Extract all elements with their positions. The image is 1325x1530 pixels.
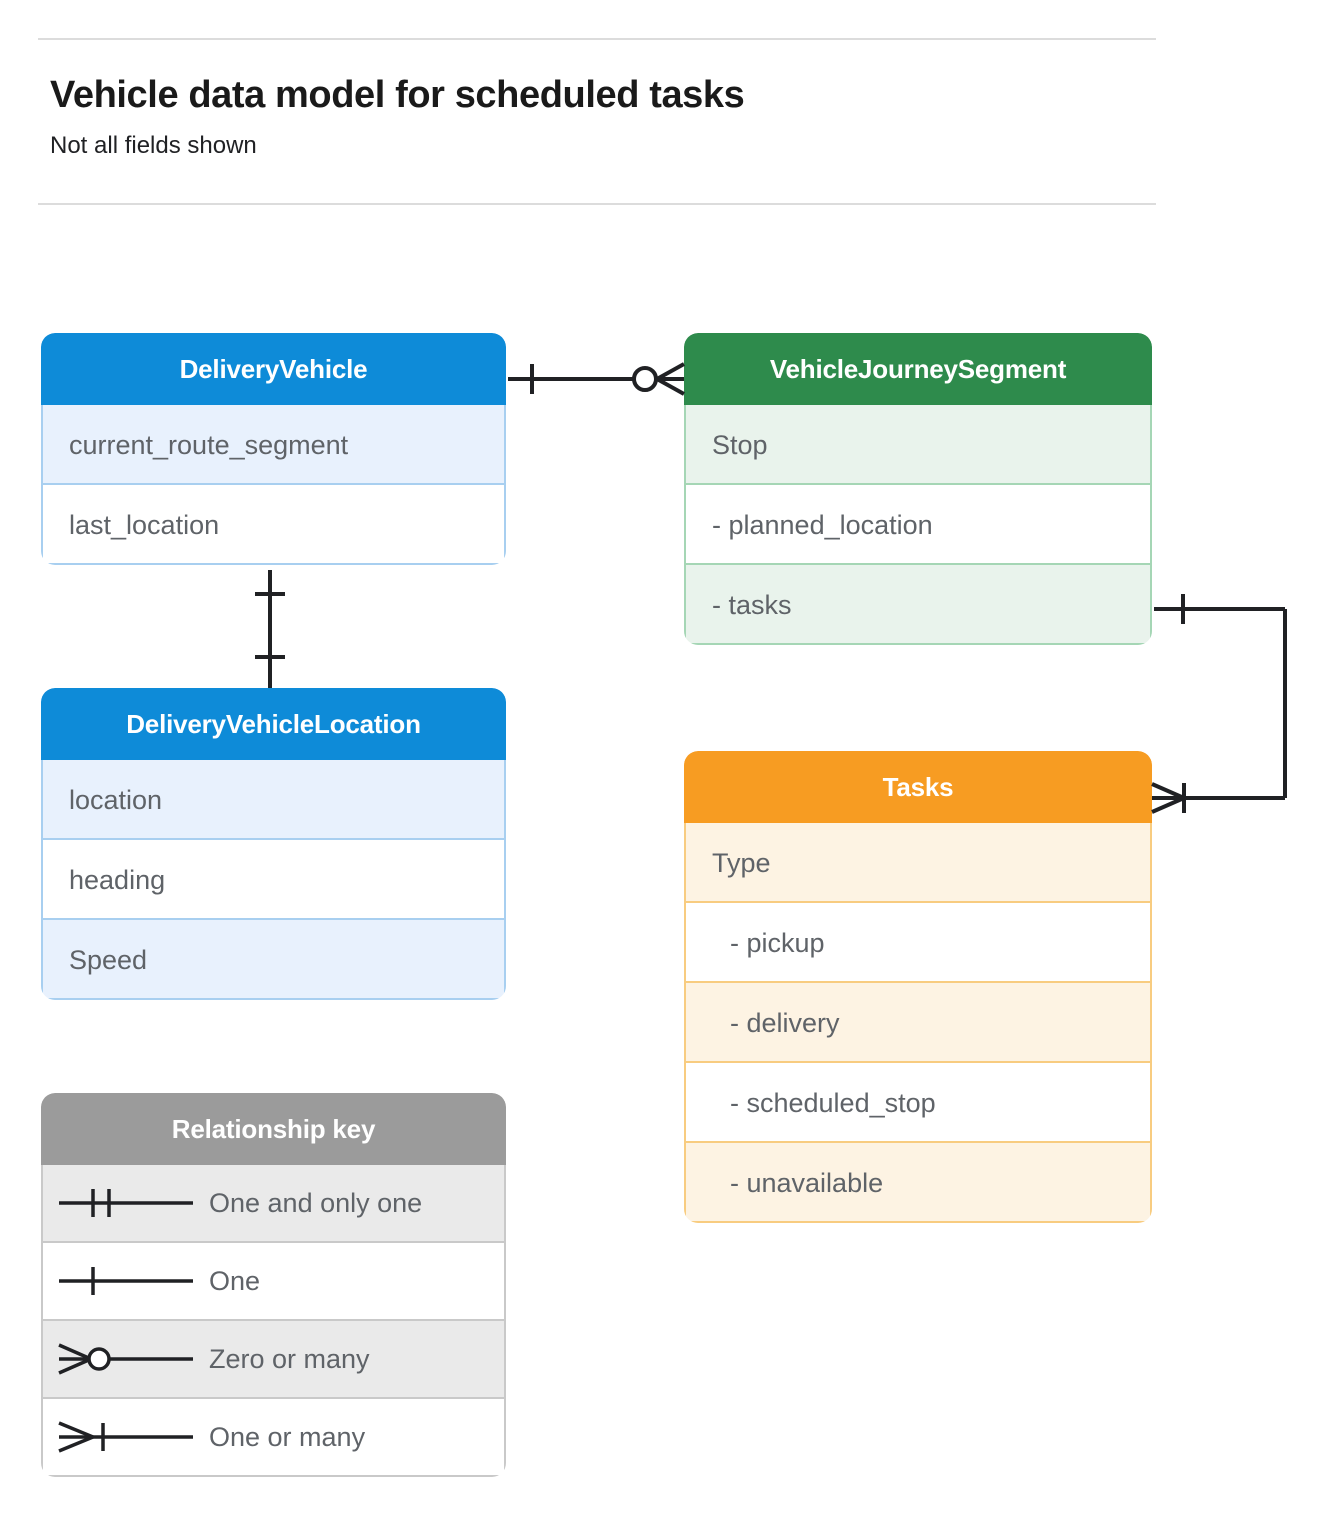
legend-relationship-key[interactable]: Relationship key One and only one One — [41, 1093, 506, 1477]
entity-tasks[interactable]: Tasks Type - pickup - delivery - schedul… — [684, 751, 1152, 1223]
connector-journey-segment-tasks-to-tasks — [1151, 594, 1287, 814]
zero-or-many-icon — [43, 1321, 209, 1397]
legend-item-label: Zero or many — [209, 1344, 370, 1374]
entity-vehicle-journey-segment[interactable]: VehicleJourneySegment Stop - planned_loc… — [684, 333, 1152, 645]
field-row: Speed — [41, 920, 506, 1000]
field-row: - pickup — [684, 903, 1152, 983]
field-row: current_route_segment — [41, 405, 506, 485]
field-row: Stop — [684, 405, 1152, 485]
legend-item: One and only one — [41, 1165, 506, 1243]
entity-header-vehicle-journey-segment: VehicleJourneySegment — [684, 333, 1152, 405]
legend-item-label: One — [209, 1266, 261, 1296]
one-and-only-one-icon — [43, 1165, 209, 1241]
connector-delivery-vehicle-to-journey-segment — [508, 362, 685, 396]
legend-item: One or many — [41, 1399, 506, 1477]
header-divider-top — [38, 38, 1156, 40]
legend-item-label: One or many — [209, 1422, 366, 1452]
entity-header-tasks: Tasks — [684, 751, 1152, 823]
one-icon — [43, 1243, 209, 1319]
header-divider-bottom — [38, 203, 1156, 205]
page-title: Vehicle data model for scheduled tasks — [50, 74, 745, 116]
legend-header: Relationship key — [41, 1093, 506, 1165]
page-subtitle: Not all fields shown — [50, 132, 257, 159]
field-row: - planned_location — [684, 485, 1152, 565]
field-row: location — [41, 760, 506, 840]
entity-delivery-vehicle-location[interactable]: DeliveryVehicleLocation location heading… — [41, 688, 506, 1000]
field-row: - tasks — [684, 565, 1152, 645]
field-row: heading — [41, 840, 506, 920]
field-row: - unavailable — [684, 1143, 1152, 1223]
legend-item: One — [41, 1243, 506, 1321]
entity-header-delivery-vehicle: DeliveryVehicle — [41, 333, 506, 405]
one-or-many-icon — [43, 1399, 209, 1475]
legend-item: Zero or many — [41, 1321, 506, 1399]
legend-item-label: One and only one — [209, 1188, 423, 1218]
field-row: - delivery — [684, 983, 1152, 1063]
connector-delivery-vehicle-to-location — [255, 570, 285, 688]
field-row: Type — [684, 823, 1152, 903]
entity-header-delivery-vehicle-location: DeliveryVehicleLocation — [41, 688, 506, 760]
entity-delivery-vehicle[interactable]: DeliveryVehicle current_route_segment la… — [41, 333, 506, 565]
field-row: - scheduled_stop — [684, 1063, 1152, 1143]
field-row: last_location — [41, 485, 506, 565]
